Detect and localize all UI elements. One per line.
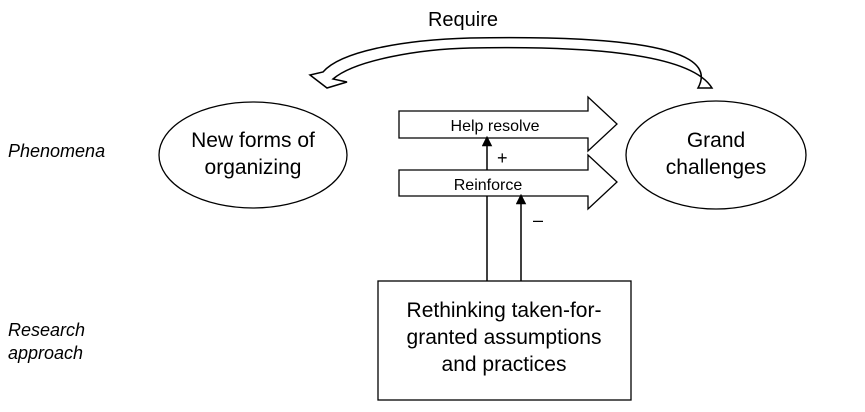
phenomena-label: Phenomena xyxy=(8,141,105,161)
rethinking-node xyxy=(377,280,632,401)
require-label: Require xyxy=(428,9,498,31)
require-arrow xyxy=(308,36,714,89)
new-forms-label-line1: New forms of xyxy=(191,129,315,152)
new-forms-label-line2: organizing xyxy=(205,156,302,179)
reinforce-label: Reinforce xyxy=(454,177,523,194)
grand-challenges-node xyxy=(625,100,807,210)
help-resolve-label: Help resolve xyxy=(451,118,540,135)
require-curved-arrow-shape xyxy=(308,36,714,89)
research-approach-label-line2: approach xyxy=(8,343,83,363)
grand-challenges-label-line2: challenges xyxy=(666,156,766,179)
minus-sign: – xyxy=(533,210,543,230)
rethinking-label-line3: and practices xyxy=(442,353,567,376)
help-resolve-arrow xyxy=(398,95,618,153)
new-forms-node xyxy=(158,101,348,209)
rethinking-label-line1: Rethinking taken-for- xyxy=(407,299,602,322)
research-approach-label-line1: Research xyxy=(8,320,85,340)
reinforce-arrow xyxy=(398,153,618,211)
grand-challenges-label-line1: Grand xyxy=(687,129,745,152)
plus-sign: + xyxy=(497,148,508,168)
rethinking-label-line2: granted assumptions xyxy=(407,326,602,349)
